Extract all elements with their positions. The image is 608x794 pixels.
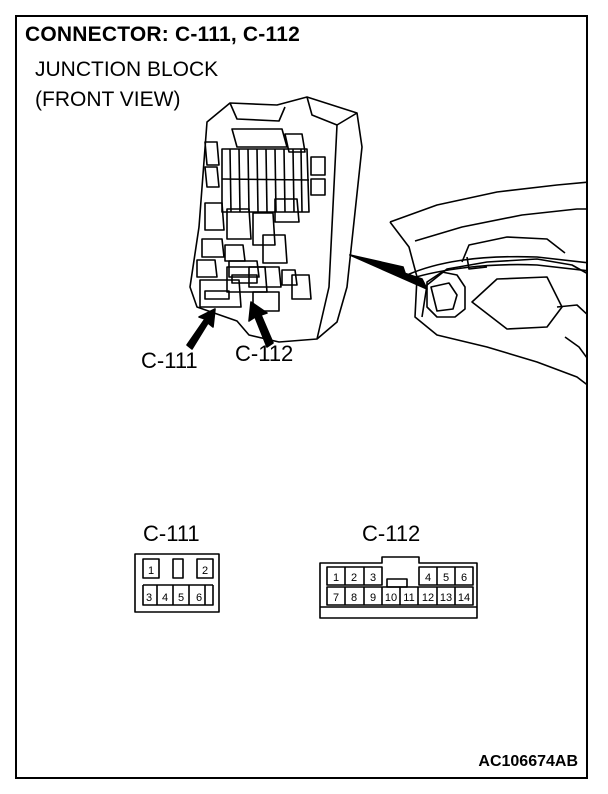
c112-pin-label: 8 [351,592,357,604]
junction-block-illustration [189,96,363,343]
diagram-artwork: 1 2 3 4 5 6 1 2 3 4 5 6 7 8 9 10 11 12 1… [134,96,586,619]
callout-label-c112: C-112 [235,341,294,366]
c112-pin-label: 2 [351,572,357,584]
subtitle-junction-block: JUNCTION BLOCK [35,58,219,81]
c112-connector-title: C-112 [362,521,421,546]
figure-reference-code: AC106674AB [478,753,578,770]
c111-connector-face [134,553,220,613]
c112-pin-label: 4 [425,572,431,584]
c112-connector-face [319,556,478,619]
c112-pin-label: 10 [385,592,397,604]
c112-pin-label: 1 [333,572,339,584]
c112-pin-label: 9 [370,592,376,604]
c112-pin-label: 6 [461,572,467,584]
subtitle-front-view: (FRONT VIEW) [35,88,181,111]
callout-label-c111: C-111 [141,348,198,373]
diagram-frame: 1 2 3 4 5 6 1 2 3 4 5 6 7 8 9 10 11 12 1… [15,15,588,779]
dashboard-location-illustration [349,181,586,385]
callout-arrows [186,301,274,350]
c111-pin-label: 3 [146,592,152,604]
c111-pin-label: 5 [178,592,184,604]
c112-pin-label: 14 [458,592,470,604]
c112-pin-label: 13 [440,592,452,604]
c112-pin-label: 12 [422,592,434,604]
c112-pin-label: 5 [443,572,449,584]
c111-pin-label: 1 [148,565,154,577]
c111-connector-title: C-111 [143,521,200,546]
c111-pin-label: 2 [202,565,208,577]
c112-pin-label: 7 [333,592,339,604]
c111-pin-label: 4 [162,592,168,604]
c111-pin-label: 6 [196,592,202,604]
c112-pin-label: 11 [403,592,414,604]
page-title: CONNECTOR: C-111, C-112 [25,23,300,46]
c112-pin-label: 3 [370,572,376,584]
